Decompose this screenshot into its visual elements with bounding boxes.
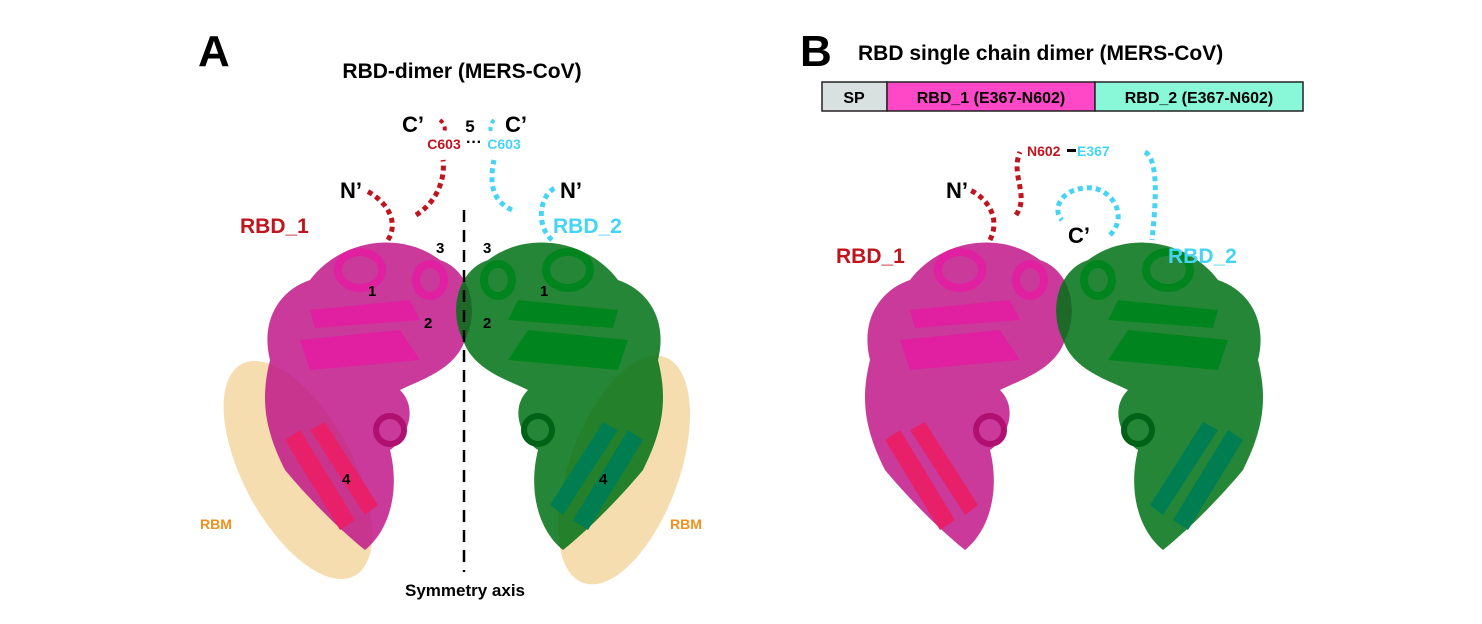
n-term-b: N’ xyxy=(946,178,968,203)
disulfide-5-label: 5 xyxy=(465,117,474,136)
construct-rbd2 xyxy=(1094,81,1304,112)
n-term-right: N’ xyxy=(560,178,582,203)
c-term-left: C’ xyxy=(402,112,424,137)
construct-sp xyxy=(821,81,888,112)
panel-a-title: RBD-dimer (MERS-CoV) xyxy=(342,60,581,83)
rbd2-structure-b xyxy=(1056,243,1263,550)
rbd1-label-a: RBD_1 xyxy=(240,215,309,238)
disulfide-4-right: 4 xyxy=(599,471,608,488)
e367-label: E367 xyxy=(1077,143,1110,159)
n-term-linker-b xyxy=(968,187,997,242)
n-term-linker-right xyxy=(538,185,557,242)
n602-linker xyxy=(1013,151,1024,217)
rbd1-label-b: RBD_1 xyxy=(836,245,905,268)
disulfide-3-right: 3 xyxy=(483,240,491,257)
n-term-left: N’ xyxy=(340,178,362,203)
panel-b-letter: B xyxy=(800,27,832,76)
panel-a-letter: A xyxy=(198,27,230,76)
disulfide-1-right: 1 xyxy=(540,283,548,300)
c603-link: ··· xyxy=(466,134,482,151)
rbd2-label-b: RBD_2 xyxy=(1168,245,1237,268)
disulfide-2-right: 2 xyxy=(483,315,491,332)
e367-linker xyxy=(1143,149,1158,241)
c603-right: C603 xyxy=(487,136,521,152)
rbm-label-right: RBM xyxy=(670,516,702,532)
construct-rbd1-label: RBD_1 (E367-N602) xyxy=(917,90,1066,107)
panel-b-title: RBD single chain dimer (MERS-CoV) xyxy=(858,42,1223,65)
c-term-linker-right xyxy=(489,159,514,213)
symmetry-axis-label: Symmetry axis xyxy=(405,581,525,600)
rbd1-structure-b xyxy=(865,243,1072,550)
n602-label: N602 xyxy=(1027,143,1061,159)
disulfide-3-left: 3 xyxy=(436,240,444,257)
c-term-b: C’ xyxy=(1068,223,1090,248)
n602-e367-bond xyxy=(1067,149,1076,152)
c603-left: C603 xyxy=(427,136,461,152)
rbm-label-left: RBM xyxy=(200,516,232,532)
rbd2-label-a: RBD_2 xyxy=(553,215,622,238)
disulfide-2-left: 2 xyxy=(424,315,432,332)
construct-bar: SP RBD_1 (E367-N602) RBD_2 (E367-N602) xyxy=(821,81,1304,112)
c-term-linker-left xyxy=(414,159,446,218)
construct-rbd2-label: RBD_2 (E367-N602) xyxy=(1125,90,1274,107)
n-term-linker-left xyxy=(363,187,395,242)
disulfide-4-left: 4 xyxy=(342,471,351,488)
c-term-linker-b xyxy=(1055,185,1121,237)
disulfide-1-left: 1 xyxy=(368,283,376,300)
construct-sp-label: SP xyxy=(843,90,865,107)
c-term-right: C’ xyxy=(505,112,527,137)
